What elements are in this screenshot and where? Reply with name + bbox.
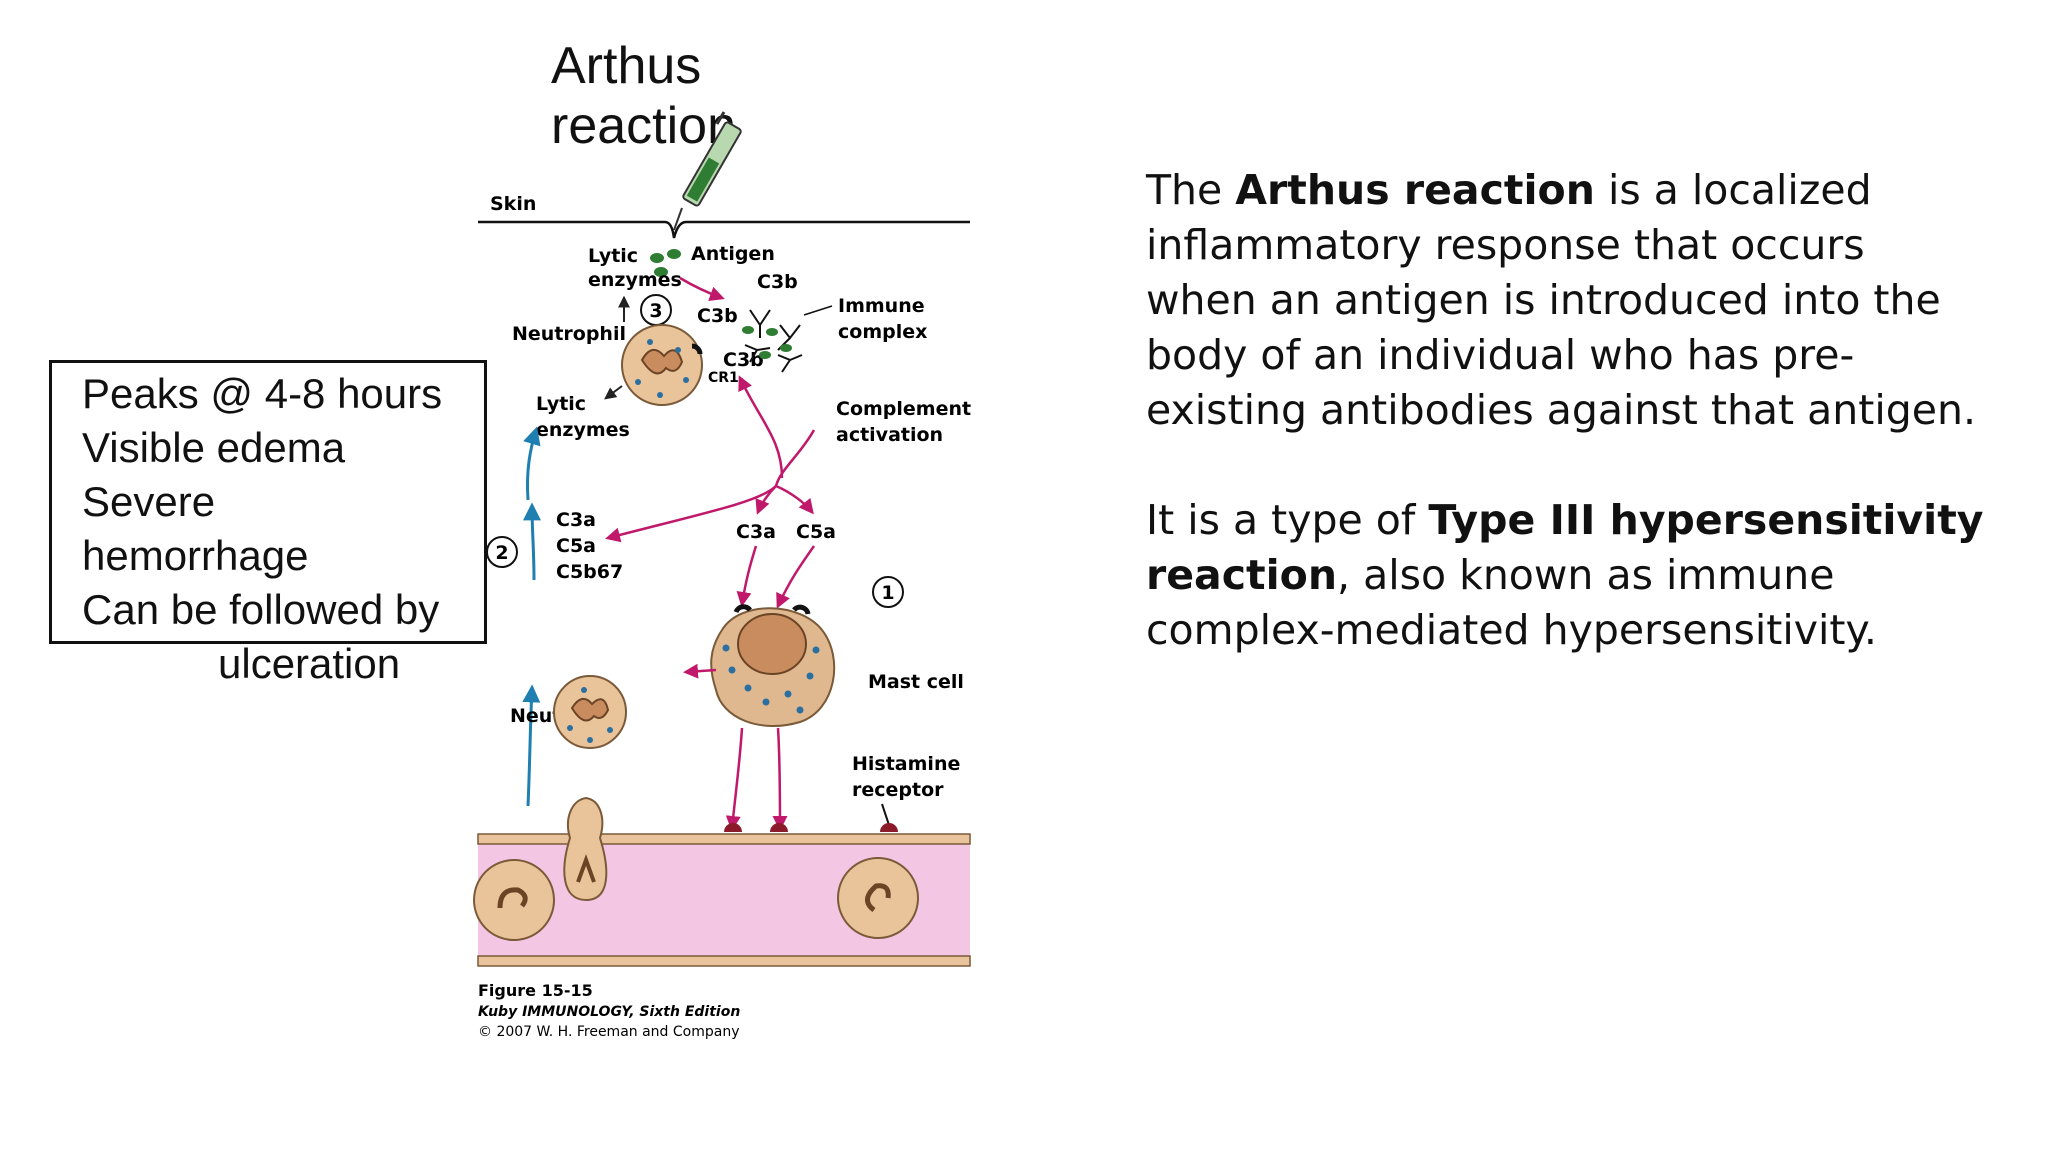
c3a-left-label: C3a <box>556 509 596 531</box>
antigen-label: Antigen <box>691 243 775 265</box>
c5b67-label: C5b67 <box>556 561 623 583</box>
note-followed-by: Can be followed by <box>82 586 440 633</box>
neutrophil-bottom <box>553 675 627 749</box>
note-edema: Visible edema <box>82 424 346 471</box>
notes-box <box>49 360 487 644</box>
description: The Arthus reaction is a localized infla… <box>1146 163 1986 713</box>
note-hemorrhage: hemorrhage <box>82 532 309 579</box>
antigen-dots <box>650 249 681 277</box>
type-iii-term: Type III hypersensitivity reaction <box>1146 496 1984 599</box>
lytic-enzymes-top-line1: Lytic <box>588 245 638 267</box>
histamine-line2: receptor <box>852 779 944 801</box>
note-ulceration: ulceration <box>218 640 401 687</box>
skin-line <box>478 220 970 239</box>
note-severe: Severe <box>82 478 216 525</box>
step-3-label: 3 <box>649 300 662 322</box>
step-2-label: 2 <box>495 542 508 564</box>
arthus-diagram: Skin Antigen Lytic enzymes 3 C3b C3b C3b… <box>473 111 971 1040</box>
lytic-enzymes-mid-line1: Lytic <box>536 393 586 415</box>
immune-complex-line2: complex <box>838 321 927 343</box>
cr1-label: CR1 <box>708 370 739 386</box>
copyright-caption: © 2007 W. H. Freeman and Company <box>478 1024 740 1040</box>
mast-cell-label: Mast cell <box>868 671 964 693</box>
figure-caption: Figure 15-15 <box>478 981 593 1000</box>
book-caption: Kuby IMMUNOLOGY, Sixth Edition <box>478 1004 740 1020</box>
c3a-right-label: C3a <box>736 521 776 543</box>
c3b-left-label: C3b <box>697 305 738 327</box>
skin-label: Skin <box>490 193 536 215</box>
mast-cell <box>710 604 836 727</box>
c5a-right-label: C5a <box>796 521 836 543</box>
neutrophil-top-label: Neutrophil <box>512 323 626 345</box>
description-paragraph-2: It is a type of Type III hypersensitivit… <box>1146 496 1984 654</box>
neutrophil-top <box>621 324 703 406</box>
c5a-left-label: C5a <box>556 535 596 557</box>
c3b-bottom-label: C3b <box>723 349 764 371</box>
note-peaks: Peaks @ 4-8 hours <box>82 370 443 417</box>
blood-vessel <box>473 796 971 967</box>
complement-line1: Complement <box>836 398 971 420</box>
lytic-enzymes-mid-line2: enzymes <box>536 419 630 441</box>
c3b-top-label: C3b <box>757 271 798 293</box>
page-title: Arthus reaction <box>551 37 736 155</box>
complement-line2: activation <box>836 424 943 446</box>
description-paragraph-1: The Arthus reaction is a localized infla… <box>1146 166 1977 434</box>
syringe-icon <box>673 111 742 231</box>
arthus-term: Arthus reaction <box>1235 166 1595 214</box>
step-1-label: 1 <box>881 582 894 604</box>
histamine-line1: Histamine <box>852 753 960 775</box>
immune-complex <box>742 309 803 373</box>
lytic-enzymes-top-line2: enzymes <box>588 269 682 291</box>
immune-complex-line1: Immune <box>838 295 925 317</box>
